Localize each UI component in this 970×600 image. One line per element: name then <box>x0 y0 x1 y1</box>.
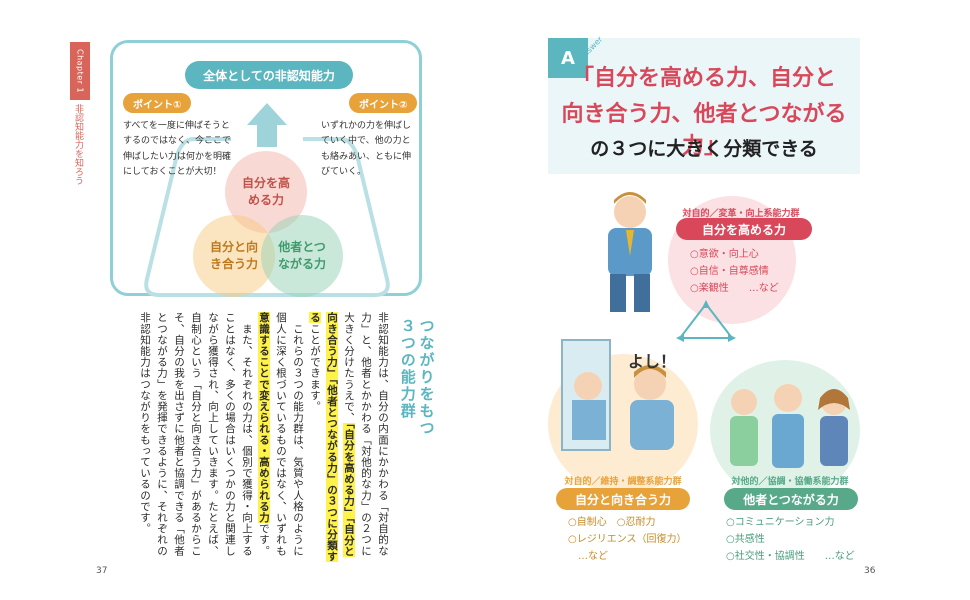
group-top-items: ○意欲・向上心 ○自信・自尊感情 ○楽観性 …など <box>690 246 779 297</box>
group-top-pill: 自分を高める力 <box>676 218 812 240</box>
body-p3: また、それぞれの力は、個別で獲得・向上することはなく、多くの場合はいくつかの力と… <box>139 312 253 557</box>
left-page: Chapter 1 非認知能力を知ろう 全体としての非認知能力 ポイント① すべ… <box>70 40 436 576</box>
man-mirror-figure <box>561 339 674 451</box>
item-sociability: ○社交性・協調性 …など <box>726 551 855 562</box>
chapter-subtitle: 非認知能力を知ろう <box>73 104 83 185</box>
group-left-sub: 対自的／維持・調整系能力群 <box>564 477 682 487</box>
body-p1: 非認知能力は、自分の内面にかかわる「対自的な力」と、他者とかかわる「対他的な力」… <box>343 312 389 557</box>
up-arrow-icon <box>247 103 287 147</box>
triangle-connector <box>676 300 736 342</box>
item-self-control: ○自制心 ○忍耐力 <box>568 517 656 528</box>
group-cheering-figure <box>730 384 850 468</box>
group-top-sub: 対自的／変革・向上系能力群 <box>682 209 800 219</box>
group-left-pill: 自分と向き合う力 <box>556 488 690 510</box>
group-right-sub: 対他的／協調・協働系能力群 <box>731 477 849 487</box>
answer-panel <box>548 38 860 174</box>
answer-tag: A <box>548 38 588 78</box>
group-right-pill: 他者とつながる力 <box>724 488 858 510</box>
body-p2-highlight: 意識することで変えられる・高められる力 <box>258 312 270 523</box>
point1-badge: ポイント① <box>123 93 192 113</box>
page-number-right: 36 <box>864 566 876 576</box>
item-resilience: ○レジリエンス（回復力） <box>568 534 687 545</box>
group-right-items: ○コミュニケーション力 ○共感性 ○社交性・協調性 …など <box>726 514 855 565</box>
point1-text: すべてを一度に伸ばそうとするのではなく、今ここで伸ばしたい力は何かを明確にしてお… <box>123 121 232 177</box>
item-etc-left: …など <box>578 551 608 562</box>
diagram-title: 全体としての非認知能力 <box>185 61 353 89</box>
body-p2-end: です。 <box>258 522 270 557</box>
item-communication: ○コミュニケーション力 <box>726 517 835 528</box>
section-heading: つながりをもつ３つの能力群 <box>398 318 436 437</box>
circle-connect-others: 他者とつながる力 <box>261 215 343 297</box>
headline-line1: 「自分を高める力、自分と <box>571 66 836 91</box>
item-self-esteem: ○自信・自尊感情 <box>690 266 769 277</box>
triangle-graphic <box>144 103 390 297</box>
man-confident-figure <box>608 192 652 312</box>
item-motivation: ○意欲・向上心 <box>690 249 759 260</box>
speech-yoshi: よし！ <box>628 352 677 371</box>
item-empathy: ○共感性 <box>726 534 765 545</box>
point2-badge: ポイント② <box>349 93 418 113</box>
body-p1-end: ことができます。 <box>309 323 321 412</box>
body-text: 非認知能力は、自分の内面にかかわる「対自的な力」と、他者とかかわる「対他的な力」… <box>106 312 391 567</box>
headline-line2: 向き合う力、他者とつながる力」 <box>561 102 847 159</box>
item-optimism: ○楽観性 …など <box>690 283 779 294</box>
bubble-top <box>668 196 796 324</box>
chapter-tab: Chapter 1 <box>70 42 90 100</box>
body-p2: これらの３つの能力群は、気質や人格のように個人に深く根づいているものではなく、い… <box>275 312 304 557</box>
point2-text: いずれかの力を伸ばしていく中で、他の力とも絡みあい、ともに伸びていく。 <box>321 121 412 177</box>
summary-diagram: 全体としての非認知能力 ポイント① すべてを一度に伸ばそうとするのではなく、今こ… <box>110 40 422 297</box>
page-number-left: 37 <box>96 566 108 576</box>
headline-line3: の３つに大きく分類できる <box>590 138 818 160</box>
group-left-items: ○自制心 ○忍耐力 ○レジリエンス（回復力） …など <box>568 514 687 565</box>
